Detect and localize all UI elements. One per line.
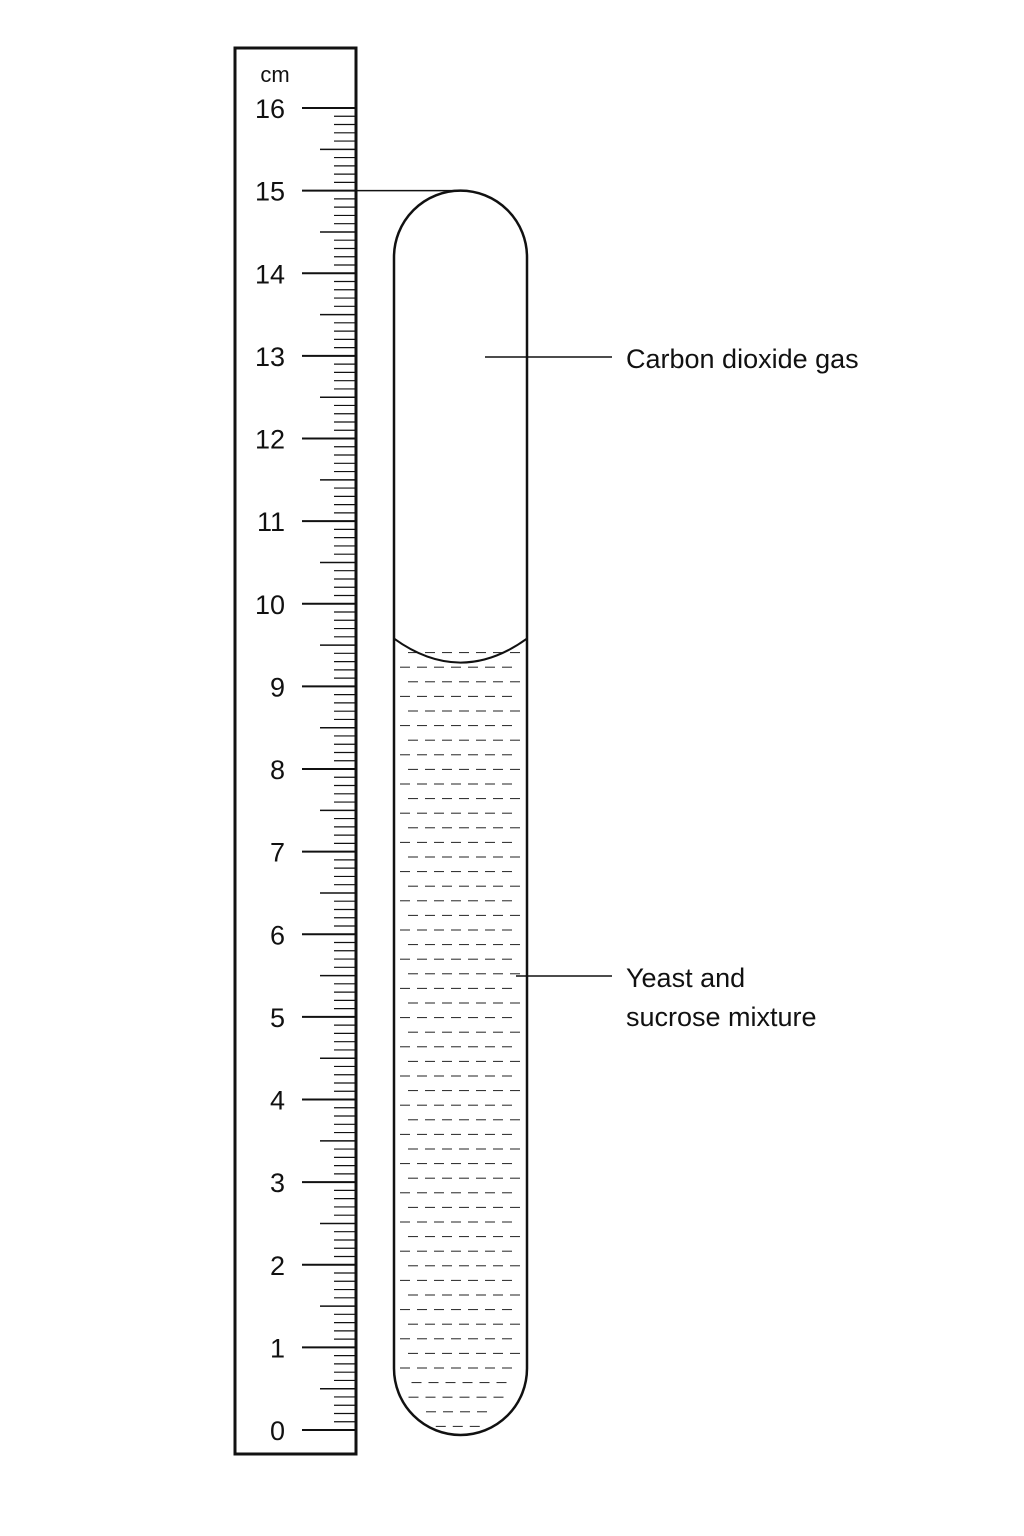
- ruler-number-13: 13: [255, 342, 285, 372]
- gas-label: Carbon dioxide gas: [626, 344, 859, 374]
- mixture-label-line1: Yeast and: [626, 963, 745, 993]
- ruler-number-16: 16: [255, 94, 285, 124]
- ruler-number-12: 12: [255, 425, 285, 455]
- ruler-number-6: 6: [270, 920, 285, 950]
- mixture-label-group: Yeast and sucrose mixture: [516, 963, 817, 1032]
- ruler-number-10: 10: [255, 590, 285, 620]
- ruler-number-8: 8: [270, 755, 285, 785]
- test-tube: [392, 189, 529, 1437]
- liquid-meniscus: [393, 637, 528, 664]
- tube-outline: [392, 189, 529, 1437]
- ruler-unit-label: cm: [260, 62, 289, 87]
- ruler-number-2: 2: [270, 1251, 285, 1281]
- ruler-number-11: 11: [257, 507, 285, 537]
- ruler-number-3: 3: [270, 1168, 285, 1198]
- gas-label-group: Carbon dioxide gas: [485, 344, 859, 374]
- ruler-number-14: 14: [255, 259, 285, 289]
- ruler-number-5: 5: [270, 1003, 285, 1033]
- ruler-ticks: [302, 107, 356, 1431]
- mixture-label-line2: sucrose mixture: [626, 1002, 817, 1032]
- ruler-number-7: 7: [270, 838, 285, 868]
- ruler-number-9: 9: [270, 672, 285, 702]
- ruler-number-15: 15: [255, 177, 285, 207]
- ruler-number-1: 1: [270, 1333, 285, 1363]
- ruler-number-0: 0: [270, 1416, 285, 1446]
- liquid-dash-pattern: [400, 652, 520, 1427]
- ruler-body: [233, 46, 358, 1456]
- ruler-number-4: 4: [270, 1086, 285, 1116]
